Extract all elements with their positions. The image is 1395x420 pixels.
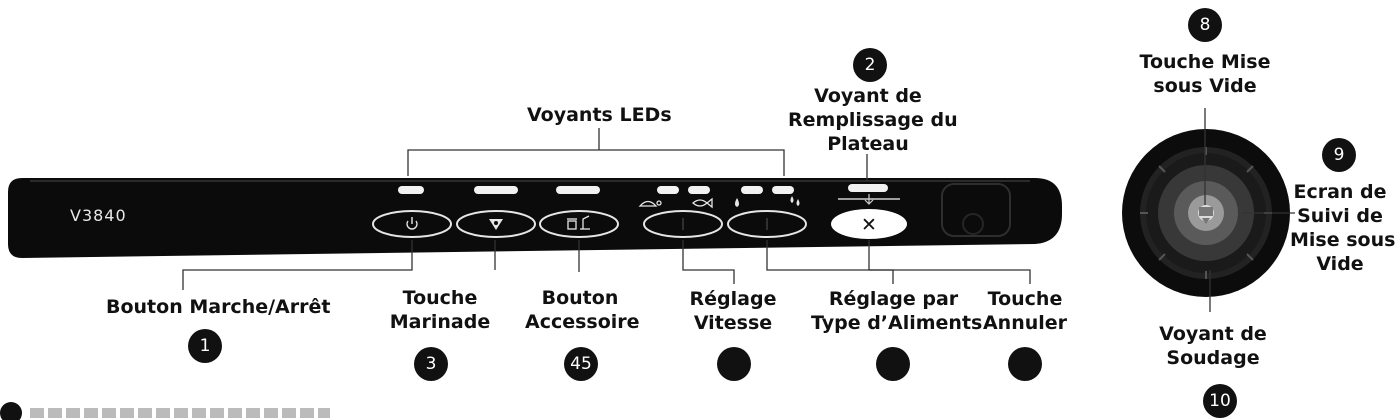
- tray-label: Voyant de Remplissage du Plateau: [788, 85, 958, 155]
- footnote-illegible-text: [30, 408, 330, 418]
- led-marinade: [474, 186, 518, 194]
- led-food-1: [741, 186, 763, 194]
- badge-screen: 9: [1322, 138, 1356, 172]
- food-type-button[interactable]: [727, 210, 807, 238]
- led-speed-2: [688, 186, 710, 194]
- accessory-label: Bouton Accessoire: [525, 287, 640, 333]
- power-icon: [406, 217, 418, 230]
- speed-button[interactable]: [643, 210, 723, 238]
- badge-food-type: [876, 347, 910, 381]
- badge-speed: [717, 347, 751, 381]
- vacuum-icon: [1199, 207, 1213, 224]
- speed-label: Réglage Vitesse: [689, 288, 777, 334]
- led-tray: [848, 184, 888, 192]
- dial-progress-segments: [1140, 147, 1272, 279]
- led-power: [398, 186, 424, 194]
- marinade-label: Touche Marinade: [389, 287, 491, 333]
- marinade-button[interactable]: [456, 210, 536, 238]
- accessory-button[interactable]: [539, 210, 619, 238]
- model-number: V3840: [70, 206, 127, 225]
- vacuum-label: Touche Mise sous Vide: [1139, 51, 1271, 97]
- cancel-button[interactable]: [831, 209, 907, 239]
- badge-cancel: [1008, 347, 1042, 381]
- led-group: [398, 184, 888, 194]
- led-speed-1: [657, 186, 679, 194]
- badge-vacuum: 8: [1188, 8, 1222, 42]
- control-panel: [8, 178, 1062, 258]
- accessory-icon: [567, 215, 590, 230]
- food-type-label: Réglage par Type d’Aliments: [811, 288, 983, 334]
- fish-icon: [692, 197, 713, 209]
- badge-marinade: 3: [414, 347, 448, 381]
- power-label: Bouton Marche/Arrêt: [106, 296, 331, 318]
- drops-icon: [790, 196, 800, 206]
- drop-icon: [735, 198, 739, 207]
- badge-power: 1: [188, 329, 222, 363]
- badge-accessory: 45: [564, 347, 598, 381]
- cancel-label: Touche Annuler: [982, 288, 1068, 334]
- callout-lines: [182, 240, 1031, 290]
- footnote-bullet-icon: [0, 402, 22, 420]
- footnote-fragment: [0, 402, 340, 420]
- panel-window: [941, 183, 1011, 237]
- badge-tray: 2: [853, 48, 887, 82]
- power-button[interactable]: [372, 210, 452, 238]
- screen-label: Ecran de Suivi de Mise sous Vide: [1290, 181, 1395, 275]
- led-food-2: [772, 186, 794, 194]
- led-accessory: [556, 186, 600, 194]
- leds-label: Voyants LEDs: [527, 104, 672, 126]
- cancel-icon: ✕: [861, 214, 877, 236]
- leds-bracket: [407, 128, 785, 176]
- badge-seal: 10: [1203, 384, 1237, 418]
- marinade-icon: [489, 219, 503, 230]
- seal-label: Voyant de Soudage: [1159, 323, 1267, 369]
- buttons: [372, 210, 807, 238]
- turtle-icon: [638, 200, 662, 207]
